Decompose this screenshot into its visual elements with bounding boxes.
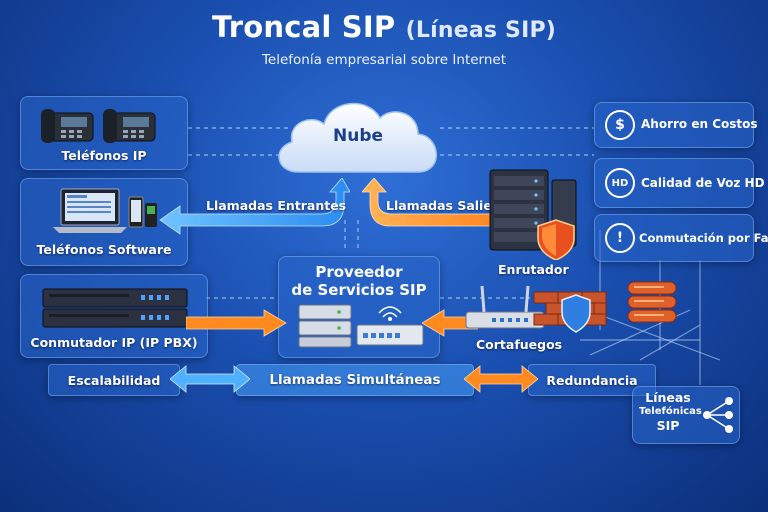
feature-failover-label: Conmutación por Falla [639, 231, 768, 245]
page-title: Troncal SIP (Líneas SIP) [0, 10, 768, 44]
scalability-pill: Escalabilidad [48, 364, 180, 396]
outgoing-calls-label: Llamadas Salientes [386, 198, 523, 213]
feature-hd-voice: HD Calidad de Voz HD [594, 158, 765, 208]
router-label: Enrutador [498, 262, 569, 277]
pbx-panel: Conmutador IP (IP PBX) [20, 274, 208, 358]
sip-lines-line3: SIP [656, 418, 680, 433]
dollar-icon: $ [605, 110, 635, 140]
router-server-icon [489, 169, 577, 260]
database-icon [627, 281, 677, 323]
redundancy-double-arrow [464, 365, 538, 393]
cloud-label: Nube [332, 126, 384, 146]
provider-title-line2: de Servicios SIP [291, 281, 427, 299]
pbx-label: Conmutador IP (IP PBX) [30, 335, 198, 350]
network-nodes-icon [703, 397, 733, 433]
scalability-label: Escalabilidad [67, 373, 161, 388]
sip-lines-panel: Líneas Telefónicas SIP [632, 386, 740, 444]
laptop-softphone-icon [53, 188, 157, 233]
headset-hd-icon: HD [605, 168, 635, 198]
softphones-panel: Teléfonos Software [20, 178, 188, 266]
feature-cost-savings: $ Ahorro en Costos [594, 102, 758, 148]
feature-hd-voice-label: Calidad de Voz HD [641, 176, 765, 190]
redundancy-pill: Redundancia [528, 364, 656, 396]
scalability-double-arrow [170, 365, 250, 393]
cloud-icon [278, 102, 438, 173]
firewall-to-provider-arrow [422, 309, 478, 337]
sip-lines-line1: Líneas [645, 390, 691, 405]
failover-icon: ! [605, 223, 635, 253]
pbx-server-icon [42, 288, 188, 328]
desk-phone-icon [41, 109, 156, 143]
title-paren: (Líneas SIP) [405, 18, 557, 43]
softphones-label: Teléfonos Software [36, 242, 172, 257]
simultaneous-calls-bar: Llamadas Simultáneas [236, 364, 474, 396]
ip-phones-label: Teléfonos IP [61, 148, 147, 163]
incoming-calls-arrow [159, 178, 350, 235]
incoming-calls-label: Llamadas Entrantes [206, 198, 347, 213]
page-subtitle: Telefonía empresarial sobre Internet [261, 52, 507, 68]
title-main: Troncal SIP [211, 10, 396, 44]
firewall-label: Cortafuegos [476, 337, 563, 352]
redundancy-label: Redundancia [546, 373, 638, 388]
ip-phones-panel: Teléfonos IP [20, 96, 188, 170]
provider-title-line1: Proveedor [315, 263, 403, 281]
feature-cost-savings-label: Ahorro en Costos [641, 117, 758, 131]
sip-lines-line2: Telefónicas [639, 406, 702, 417]
provider-equipment-icon [298, 304, 424, 348]
simultaneous-calls-label: Llamadas Simultáneas [269, 372, 441, 388]
firewall-icon [465, 285, 607, 333]
feature-failover: ! Conmutación por Falla [594, 214, 768, 262]
pbx-to-provider-arrow [186, 309, 287, 337]
sip-provider-panel: Proveedor de Servicios SIP [278, 256, 440, 358]
